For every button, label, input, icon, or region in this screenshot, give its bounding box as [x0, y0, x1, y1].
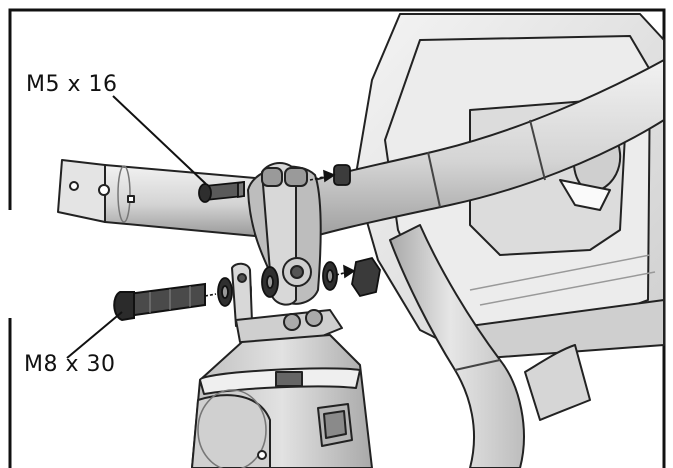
left-tube-receiver: [57, 159, 256, 237]
nut-m5: [333, 164, 351, 186]
callout-m8-30: M8 x 30: [24, 352, 116, 377]
bolt-m5: [198, 180, 245, 203]
callout-m5-16: M5 x 16: [26, 72, 118, 97]
bolt-m8: [113, 282, 206, 322]
clamp-bracket: [247, 162, 322, 306]
leader-lines: [66, 95, 207, 359]
base-unit: [191, 334, 373, 468]
nut-m8: [351, 256, 381, 298]
handlebar-tube: [269, 59, 665, 468]
assembly-arrows: [204, 169, 356, 297]
